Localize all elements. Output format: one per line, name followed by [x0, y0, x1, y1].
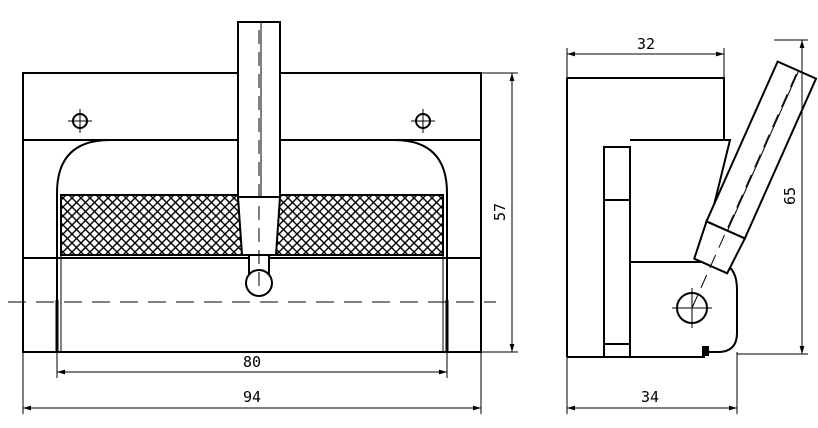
side-notch [702, 346, 709, 356]
handle-lever [236, 21, 282, 297]
front-view [8, 21, 496, 353]
dimension-57: 57 [481, 72, 518, 353]
dimension-32: 32 [566, 35, 725, 78]
dimension-94: 94 [22, 352, 482, 414]
dimension-94-label: 94 [243, 388, 261, 406]
side-body-outline [567, 77, 725, 141]
side-handle-lever [689, 60, 818, 312]
mounting-hole-right [411, 109, 435, 133]
dimension-34-label: 34 [641, 388, 659, 406]
side-strip-outer [603, 146, 631, 358]
dimension-34: 34 [566, 352, 738, 414]
dimension-32-label: 32 [637, 35, 655, 53]
dimension-65: 65 [737, 39, 808, 355]
dimension-65-label: 65 [781, 187, 799, 205]
mounting-hole-left [68, 109, 92, 133]
dimension-80: 80 [56, 352, 448, 378]
side-lower-block [630, 261, 738, 353]
side-view [566, 60, 818, 358]
dimension-57-label: 57 [491, 203, 509, 221]
dimension-80-label: 80 [243, 353, 261, 371]
